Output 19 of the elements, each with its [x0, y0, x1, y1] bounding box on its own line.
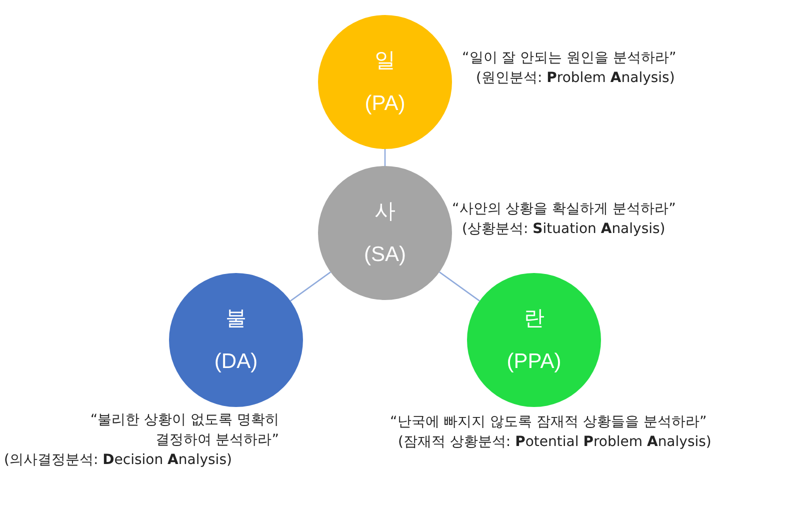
node-abbreviation: (SA) — [364, 244, 406, 265]
analysis-name: (잠재적 상황분석: Potential Problem Analysis) — [397, 433, 712, 452]
analysis-name: (상황분석: Situation Analysis) — [461, 220, 666, 239]
quote-text: “불리한 상황이 없도록 명확히 결정하여 분석하라” — [89, 411, 279, 450]
node-abbreviation: (DA) — [214, 351, 258, 372]
analysis-name: (의사결정분석: Decision Analysis) — [4, 451, 233, 470]
node-letter: 일 — [374, 50, 396, 71]
node-letter: 란 — [524, 308, 544, 329]
node-abbreviation: (PPA) — [506, 351, 562, 372]
connector-line — [384, 149, 386, 166]
node-letter: 사 — [374, 201, 396, 222]
node-letter: 불 — [226, 308, 246, 329]
quote-text: “일이 잘 안되는 원인을 분석하라” — [462, 49, 676, 68]
quote-text: “사안의 상황을 확실하게 분석하라” — [452, 200, 676, 219]
node-abbreviation: (PA) — [364, 93, 406, 114]
connector-line — [439, 272, 480, 302]
quote-text: “난국에 빠지지 않도록 잠재적 상황들을 분석하라” — [390, 413, 708, 432]
connector-line — [290, 272, 331, 302]
analysis-name: (원인분석: Problem Analysis) — [475, 69, 676, 88]
